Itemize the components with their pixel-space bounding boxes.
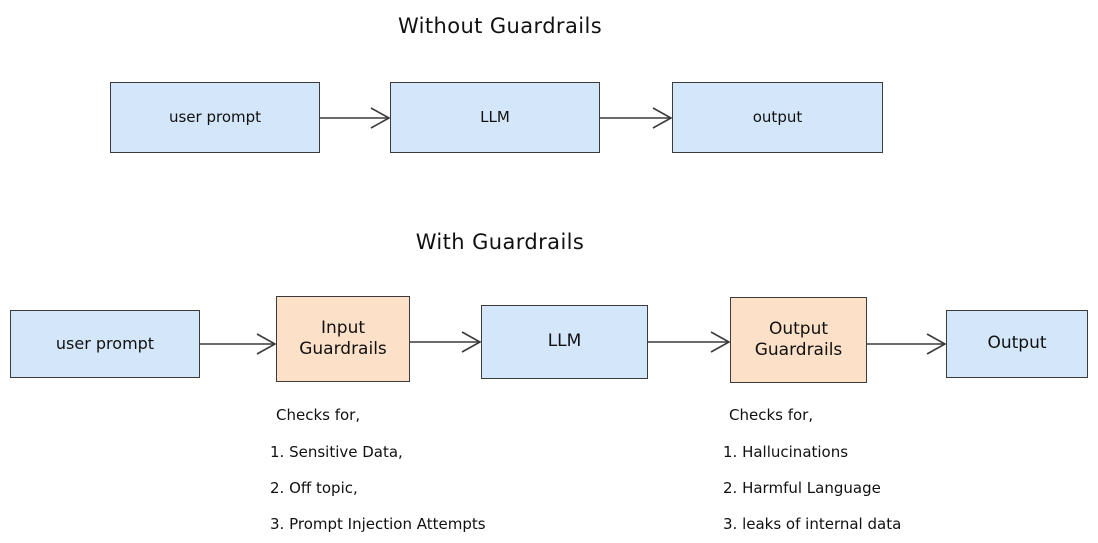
node-output-guardrails[interactable]: Output Guardrails [730,297,867,383]
node-user-prompt-with[interactable]: user prompt [10,310,200,378]
node-label: LLM [480,108,510,127]
node-label: Input Guardrails [299,317,387,359]
annotation-heading: Checks for, [276,406,361,424]
node-label: LLM [547,331,582,352]
node-label: Output Guardrails [754,318,843,360]
list-item: 3. Prompt Injection Attempts [270,515,486,533]
list-item: 2. Harmful Language [723,479,881,497]
annotation-output-guardrails-checks: Checks for, 1. Hallucinations 2. Harmful… [723,408,901,532]
section-title-with-guardrails: With Guardrails [415,230,585,254]
node-input-guardrails[interactable]: Input Guardrails [276,296,410,382]
node-label: user prompt [55,334,155,353]
annotation-input-guardrails-checks: Checks for, 1. Sensitive Data, 2. Off to… [270,408,486,532]
list-item: 3. leaks of internal data [723,515,902,533]
node-user-prompt-without[interactable]: user prompt [110,82,320,153]
annotation-list: 1. Sensitive Data, 2. Off topic, 3. Prom… [270,445,486,532]
node-label: output [752,108,803,127]
node-label: user prompt [168,108,262,127]
node-output-with[interactable]: Output [946,310,1088,378]
list-item: 1. Hallucinations [723,443,849,461]
node-output-without[interactable]: output [672,82,883,153]
list-item: 2. Off topic, [270,479,358,497]
annotation-list: 1. Hallucinations 2. Harmful Language 3.… [723,445,901,532]
node-label: Output [987,333,1047,354]
node-llm-with[interactable]: LLM [481,305,648,379]
node-llm-without[interactable]: LLM [390,82,600,153]
section-title-without-guardrails: Without Guardrails [397,14,603,38]
annotation-heading: Checks for, [729,406,814,424]
list-item: 1. Sensitive Data, [270,443,403,461]
